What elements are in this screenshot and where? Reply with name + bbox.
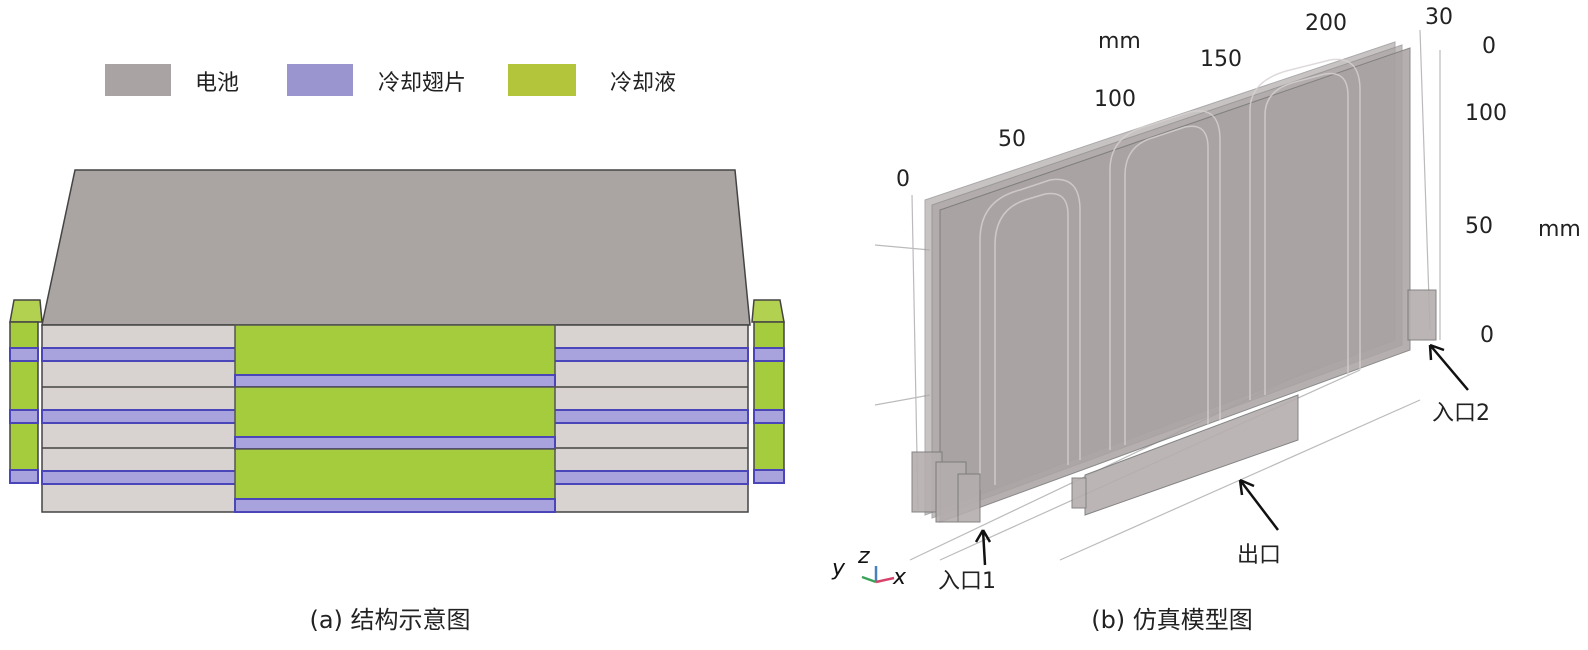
inlet2-label: 入口2 — [1432, 401, 1490, 426]
x-axis-unit: mm — [1098, 29, 1141, 54]
legend-label-battery: 电池 — [195, 71, 239, 96]
legend-swatch-battery — [105, 64, 171, 96]
z-axis-unit: mm — [1538, 217, 1581, 242]
x-tick-0: 0 — [896, 167, 910, 192]
z-tick-100: 100 — [1465, 101, 1507, 126]
z-tick-50: 50 — [1465, 214, 1493, 239]
x-tick-200: 200 — [1305, 11, 1347, 36]
caption-b: (b) 仿真模型图 — [1091, 606, 1253, 634]
triad-y: y — [831, 556, 846, 581]
z-tick-0: 0 — [1480, 323, 1494, 348]
x-tick-100: 100 — [1094, 87, 1136, 112]
legend-swatch-coolant — [508, 64, 576, 96]
legend-label-fin: 冷却翅片 — [378, 71, 466, 96]
legend-label-coolant: 冷却液 — [610, 71, 676, 96]
axis-triad: z y x — [831, 544, 907, 590]
arrows — [974, 343, 1469, 566]
outlet-label: 出口 — [1237, 543, 1281, 568]
simulation-model: mm 0 50 100 150 200 30 0 100 50 mm 0 入口2… — [831, 5, 1581, 594]
x-tick-150: 150 — [1200, 47, 1242, 72]
inlet1-label: 入口1 — [938, 569, 996, 594]
y-tick-0: 0 — [1482, 34, 1496, 59]
battery-stack — [9, 169, 785, 513]
legend-swatch-fin — [287, 64, 353, 96]
triad-z: z — [857, 544, 870, 569]
coolant-center — [234, 324, 556, 513]
y-tick-30: 30 — [1425, 5, 1453, 30]
side-manifold-right — [751, 299, 785, 484]
x-tick-50: 50 — [998, 127, 1026, 152]
triad-x: x — [892, 565, 907, 590]
stack-top-face — [41, 169, 751, 326]
caption-a: (a) 结构示意图 — [309, 606, 470, 634]
legend: 电池 冷却翅片 冷却液 — [105, 64, 676, 96]
side-manifold-left — [9, 299, 43, 484]
